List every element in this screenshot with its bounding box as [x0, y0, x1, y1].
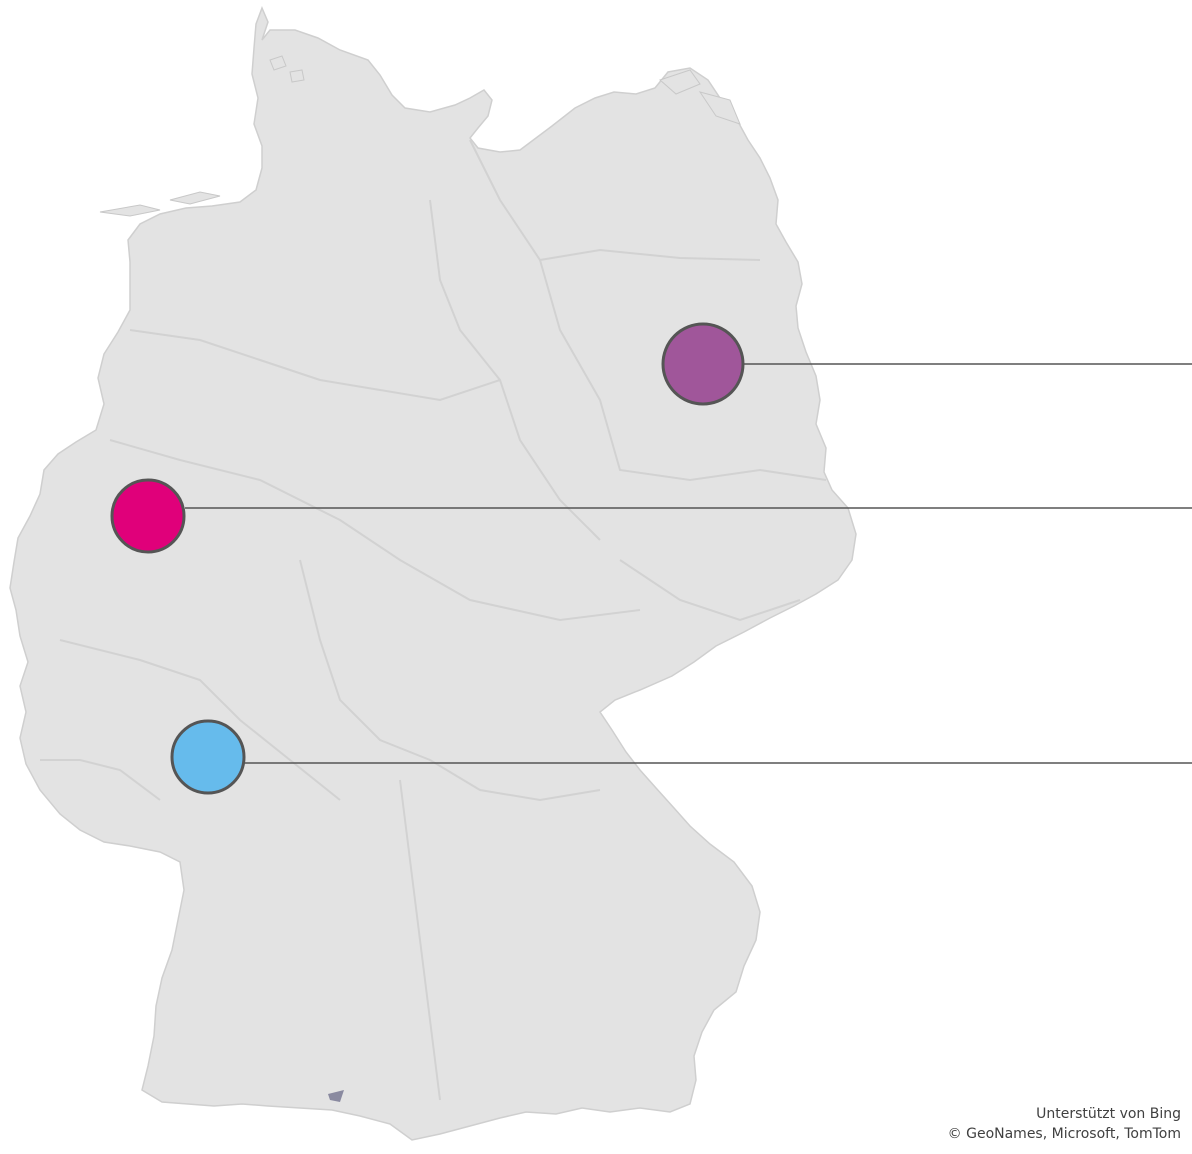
- highlight-region: [328, 1090, 344, 1102]
- coastal-islands: [99, 55, 741, 217]
- country-shape-germany: [9, 5, 857, 1141]
- map-attribution: Unterstützt von Bing © GeoNames, Microso…: [948, 1104, 1181, 1144]
- map-marker-purple[interactable]: [661, 322, 745, 406]
- attribution-copyright: © GeoNames, Microsoft, TomTom: [947, 1126, 1181, 1142]
- map-marker-magenta[interactable]: [110, 478, 186, 554]
- state-borders: [40, 139, 827, 1101]
- map-marker-blue[interactable]: [170, 719, 246, 795]
- markers-layer: [110, 322, 1192, 795]
- attribution-powered-by: Unterstützt von Bing: [1036, 1106, 1181, 1122]
